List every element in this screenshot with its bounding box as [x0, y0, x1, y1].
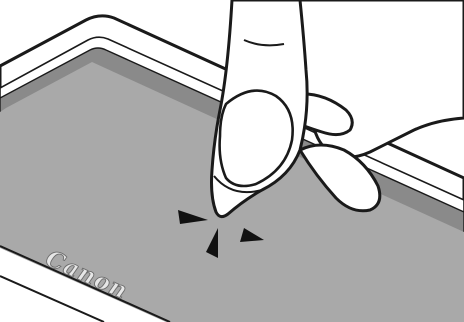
- hand-back: [292, 0, 464, 157]
